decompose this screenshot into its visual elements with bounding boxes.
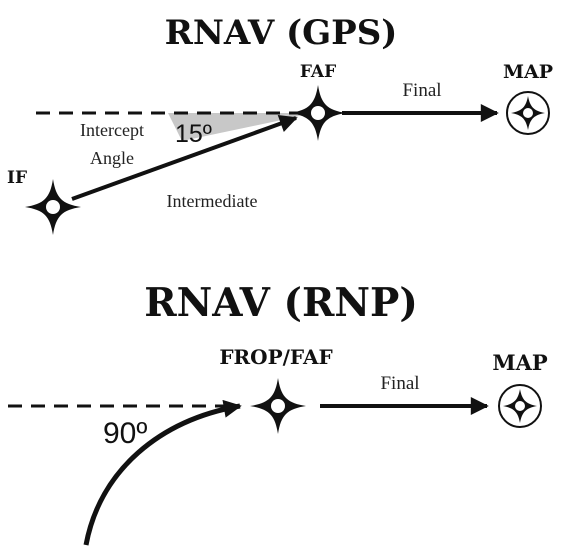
rnp-map-fix-icon [498,384,542,428]
rnp-map-label: MAP [492,350,548,375]
gps-diagram: RNAV (GPS) IF FAF MAP Final Intercept An… [7,13,553,235]
if-fix-icon [25,179,81,235]
intercept-angle-wedge [168,113,306,141]
intermediate-label: Intermediate [167,191,258,211]
rnp-diagram: RNAV (RNP) FROP/FAF MAP Final 90º [8,280,548,546]
rf-leg-arrow [83,399,242,546]
rnp-final-label: Final [380,373,419,394]
intermediate-leg-arrow [71,115,298,201]
rnp-title: RNAV (RNP) [144,280,418,326]
rnp-angle-value: 90º [103,417,147,450]
faf-fix-icon [290,85,346,141]
gps-map-fix-icon [506,91,550,135]
intercept-label: Intercept [80,120,144,140]
if-label: IF [7,168,27,188]
frop-faf-label: FROP/FAF [219,345,332,369]
gps-map-label: MAP [503,61,553,83]
gps-angle-value: 15º [175,120,212,148]
faf-label: FAF [300,62,336,82]
gps-title: RNAV (GPS) [165,13,398,53]
angle-label: Angle [90,148,134,168]
frop-faf-fix-icon [250,378,306,434]
gps-final-label: Final [402,80,441,101]
